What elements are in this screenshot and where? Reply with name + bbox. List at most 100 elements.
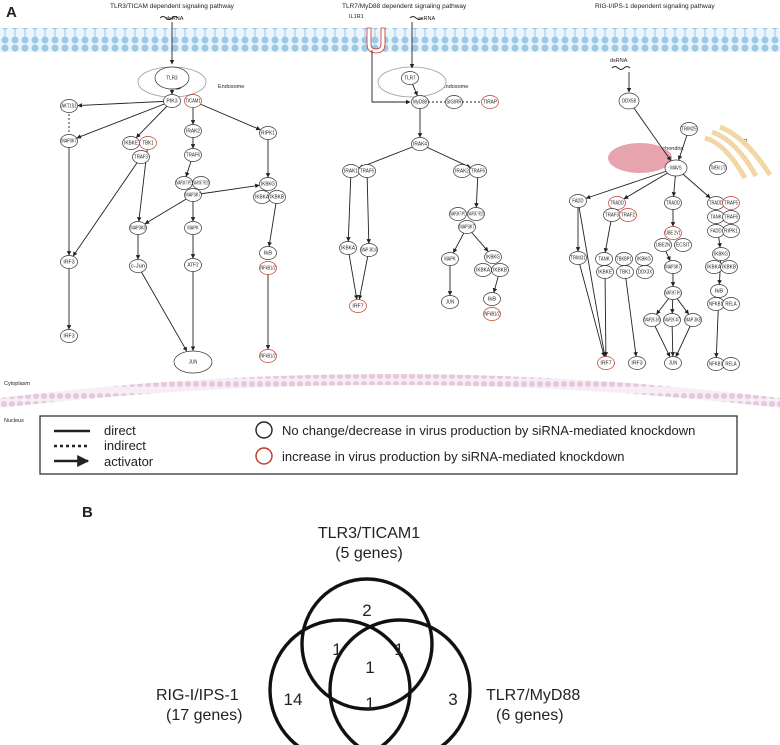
venn-circle-rig: [268, 618, 412, 745]
node-label: IRAK1: [344, 168, 358, 174]
edge-il1r1-myd88: [371, 50, 411, 105]
node-faddb: FADD: [707, 224, 725, 238]
node-circle: [184, 188, 202, 202]
node-circle: [712, 247, 730, 261]
node-label: IRF3: [631, 360, 642, 366]
node-circle: [618, 92, 640, 110]
edge-map3k7b-ikbkga: [192, 183, 260, 196]
node-label: NFkB1/2: [484, 311, 499, 317]
node-circle: [129, 259, 147, 273]
edge-map3k14-irf7a: [357, 249, 370, 300]
node-label: TLR7: [404, 75, 415, 81]
node-traf2: TRAF2: [619, 208, 637, 222]
node-circle: [192, 176, 210, 190]
node-traf6a: TRAF6: [184, 148, 202, 162]
il1r1-label: IL1R1: [349, 14, 364, 20]
node-ikbkad: IKBKA: [705, 260, 723, 274]
node-label: IKBKE: [124, 140, 139, 146]
node-label: SIGIRR: [446, 99, 462, 105]
node-circle: [569, 194, 587, 208]
node-label: MAP3K7 IP2/3: [468, 211, 483, 217]
node-label: IKBKG: [261, 181, 275, 187]
node-circle: [674, 238, 692, 252]
node-nfkbb: NFkB1/2: [259, 349, 277, 363]
node-label: IkB: [488, 296, 497, 302]
node-label: MAP3K7: [459, 224, 474, 230]
node-circle: [445, 95, 463, 109]
node-label: IKBKE: [598, 269, 613, 275]
node-circle: [616, 265, 634, 279]
edge-ikbkeb-irf7b: [603, 271, 609, 357]
node-label: MAP2K 3/6: [644, 317, 659, 323]
node-label: TANK: [710, 214, 722, 220]
node-circle: [139, 136, 157, 150]
node-label: FADD: [710, 228, 722, 234]
node-label: JUN: [189, 359, 198, 365]
node-label: IKBKG: [637, 256, 651, 262]
node-circle: [184, 148, 202, 162]
node-junb: JUN: [441, 295, 459, 309]
node-ube2n: UBE2N: [654, 238, 672, 252]
node-map3k8: MAP3K8: [129, 221, 147, 235]
node-circle: [628, 356, 646, 370]
node-irf7b: IRF7: [597, 356, 615, 370]
node-tankb: TANK: [707, 210, 725, 224]
node-label: RELA: [725, 301, 737, 307]
node-label: MAP3K7 IP1: [450, 211, 465, 217]
node-label: ECSIT: [676, 242, 690, 248]
node-ikba: IkB: [259, 246, 277, 260]
node-label: IKBKB: [493, 267, 508, 273]
node-circle: [411, 95, 429, 109]
node-mapka: MAPK: [184, 221, 202, 235]
node-traf6b: TRAF6: [358, 164, 376, 178]
node-circle: [60, 329, 78, 343]
node-irak2b: IRAK2: [453, 164, 471, 178]
node-mapkb: MAPK: [441, 252, 459, 266]
dsrna-squiggle-1: [159, 16, 179, 20]
node-circle: [720, 260, 738, 274]
node-ikbkac: IKBKA: [474, 263, 492, 277]
node-map3ips: MAP3K7 IPs: [664, 286, 682, 300]
node-circle: [441, 252, 459, 266]
node-fadda: FADD: [569, 194, 587, 208]
node-ikbkgc: IKBKG: [635, 252, 653, 266]
node-circle: [710, 284, 728, 298]
node-label: TRAF2: [621, 212, 635, 218]
node-ticam: TICAM1: [184, 94, 202, 108]
venn-circle-tlr3: [300, 577, 434, 711]
node-label: RELA: [725, 361, 737, 367]
node-irak1: IRAK1: [342, 164, 360, 178]
node-label: JUN: [446, 299, 455, 305]
node-circle: [184, 94, 202, 108]
node-map3k8b: MAP 3K8: [684, 313, 702, 327]
venn-label-tlr7: TLR7/MyD88: [486, 687, 580, 704]
node-label: IRF3: [63, 259, 74, 265]
node-circle: [184, 258, 202, 272]
venn-tlr7-only: 3: [448, 690, 457, 709]
node-label: IRAK2: [186, 128, 200, 134]
node-tbk1a: TBK1: [139, 136, 157, 150]
node-nfkba: NFkB1/2: [259, 261, 277, 275]
node-ikbkgd: IKBKG: [712, 247, 730, 261]
node-circle: [722, 210, 740, 224]
edge-ticam-ripk1a: [192, 100, 261, 131]
node-circle: [184, 221, 202, 235]
node-label: RIPK1: [261, 130, 275, 136]
node-circle: [358, 164, 376, 178]
node-ripk1a: RIPK1: [259, 126, 277, 140]
node-nfkb1: NFKB1: [707, 297, 725, 311]
node-akt1s1: AKT1S1: [60, 99, 78, 113]
node-label: NFKB1: [709, 301, 723, 307]
node-circle: [664, 226, 682, 240]
node-traf6c: TRAF6: [469, 164, 487, 178]
node-ikbkbc: IKBKB: [720, 260, 738, 274]
node-map3k14: MAP 3K14: [360, 243, 378, 257]
edge-pik3-m3k7a: [76, 100, 173, 139]
dsrna-squiggle-3: [611, 66, 631, 70]
node-pik3: PIK3: [163, 94, 181, 108]
node-map3ip1b: MAP3K7 IP1: [449, 207, 467, 221]
er-icon: [704, 124, 773, 180]
node-label: TRADD: [709, 200, 723, 206]
node-circle: [259, 261, 277, 275]
